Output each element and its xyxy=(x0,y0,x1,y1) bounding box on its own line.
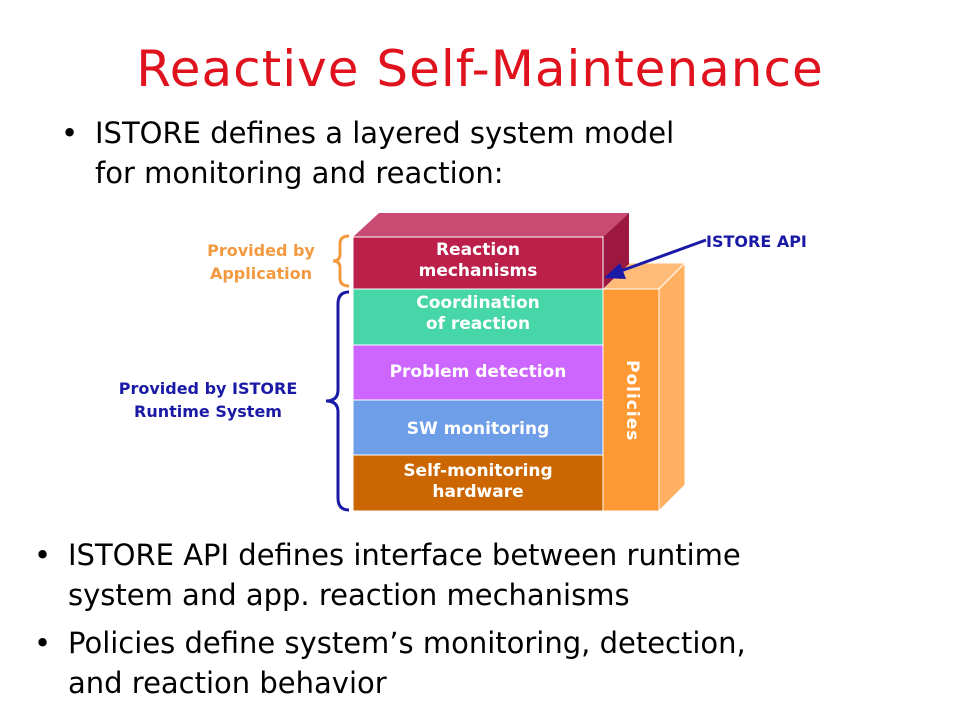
policies-block-front xyxy=(602,288,660,512)
application-brace xyxy=(332,234,350,288)
layer-coordination xyxy=(352,288,604,346)
istore-api-label: ISTORE API xyxy=(706,232,807,251)
layer-coordination-line1: Coordination xyxy=(416,293,540,313)
layer-sw-monitoring-label: SW monitoring xyxy=(406,419,550,439)
bullet-policies-line2: and reaction behavior xyxy=(68,666,387,700)
bullet-marker: • xyxy=(34,538,52,572)
layer-reaction-line2: mechanisms xyxy=(418,261,538,281)
bullet-marker: • xyxy=(34,626,52,660)
layer-hardware-line2: hardware xyxy=(432,482,524,502)
runtime-label-line1: Provided by ISTORE xyxy=(118,379,298,398)
runtime-brace xyxy=(325,290,350,512)
layer-reaction-label: Reaction mechanisms xyxy=(353,240,603,282)
provided-by-application-label: Provided by Application xyxy=(196,239,326,285)
bullet-policies-line1: Policies define system’s monitoring, det… xyxy=(68,626,746,660)
layer-hardware-label: Self-monitoring hardware xyxy=(353,461,603,503)
runtime-label-line2: Runtime System xyxy=(134,402,282,421)
layer-reaction-line1: Reaction xyxy=(436,240,520,260)
bullet-api: • ISTORE API defines interface between r… xyxy=(34,535,938,615)
layer-problem-detection-label: Problem detection xyxy=(389,362,567,382)
policies-label: Policies xyxy=(622,360,642,442)
api-arrow-head xyxy=(604,263,626,279)
bullet-api-line1: ISTORE API defines interface between run… xyxy=(68,538,741,572)
reaction-block-top xyxy=(353,213,629,237)
layer-sw-monitoring xyxy=(352,399,604,456)
bullet-intro-line1: ISTORE defines a layered system model xyxy=(95,116,675,150)
layer-reaction-mechanisms xyxy=(352,236,604,290)
provided-by-runtime-label: Provided by ISTORE Runtime System xyxy=(88,377,328,423)
policies-block-side xyxy=(658,261,686,513)
layer-coordination-line2: of reaction xyxy=(425,314,531,334)
app-label-line1: Provided by xyxy=(207,241,315,260)
bullet-policies: • Policies define system’s monitoring, d… xyxy=(34,623,938,703)
bullet-api-line2: system and app. reaction mechanisms xyxy=(68,578,630,612)
slide-title: Reactive Self-Maintenance xyxy=(136,40,824,98)
bullet-intro: • ISTORE defines a layered system model … xyxy=(61,113,855,193)
layer-self-monitoring-hardware xyxy=(352,454,604,512)
layer-hardware-line1: Self-monitoring xyxy=(403,461,553,481)
app-label-line2: Application xyxy=(209,264,313,283)
api-arrow-line xyxy=(617,238,707,274)
bullet-intro-line2: for monitoring and reaction: xyxy=(95,156,504,190)
bullet-marker: • xyxy=(61,116,79,150)
layer-coordination-label: Coordination of reaction xyxy=(353,293,603,335)
